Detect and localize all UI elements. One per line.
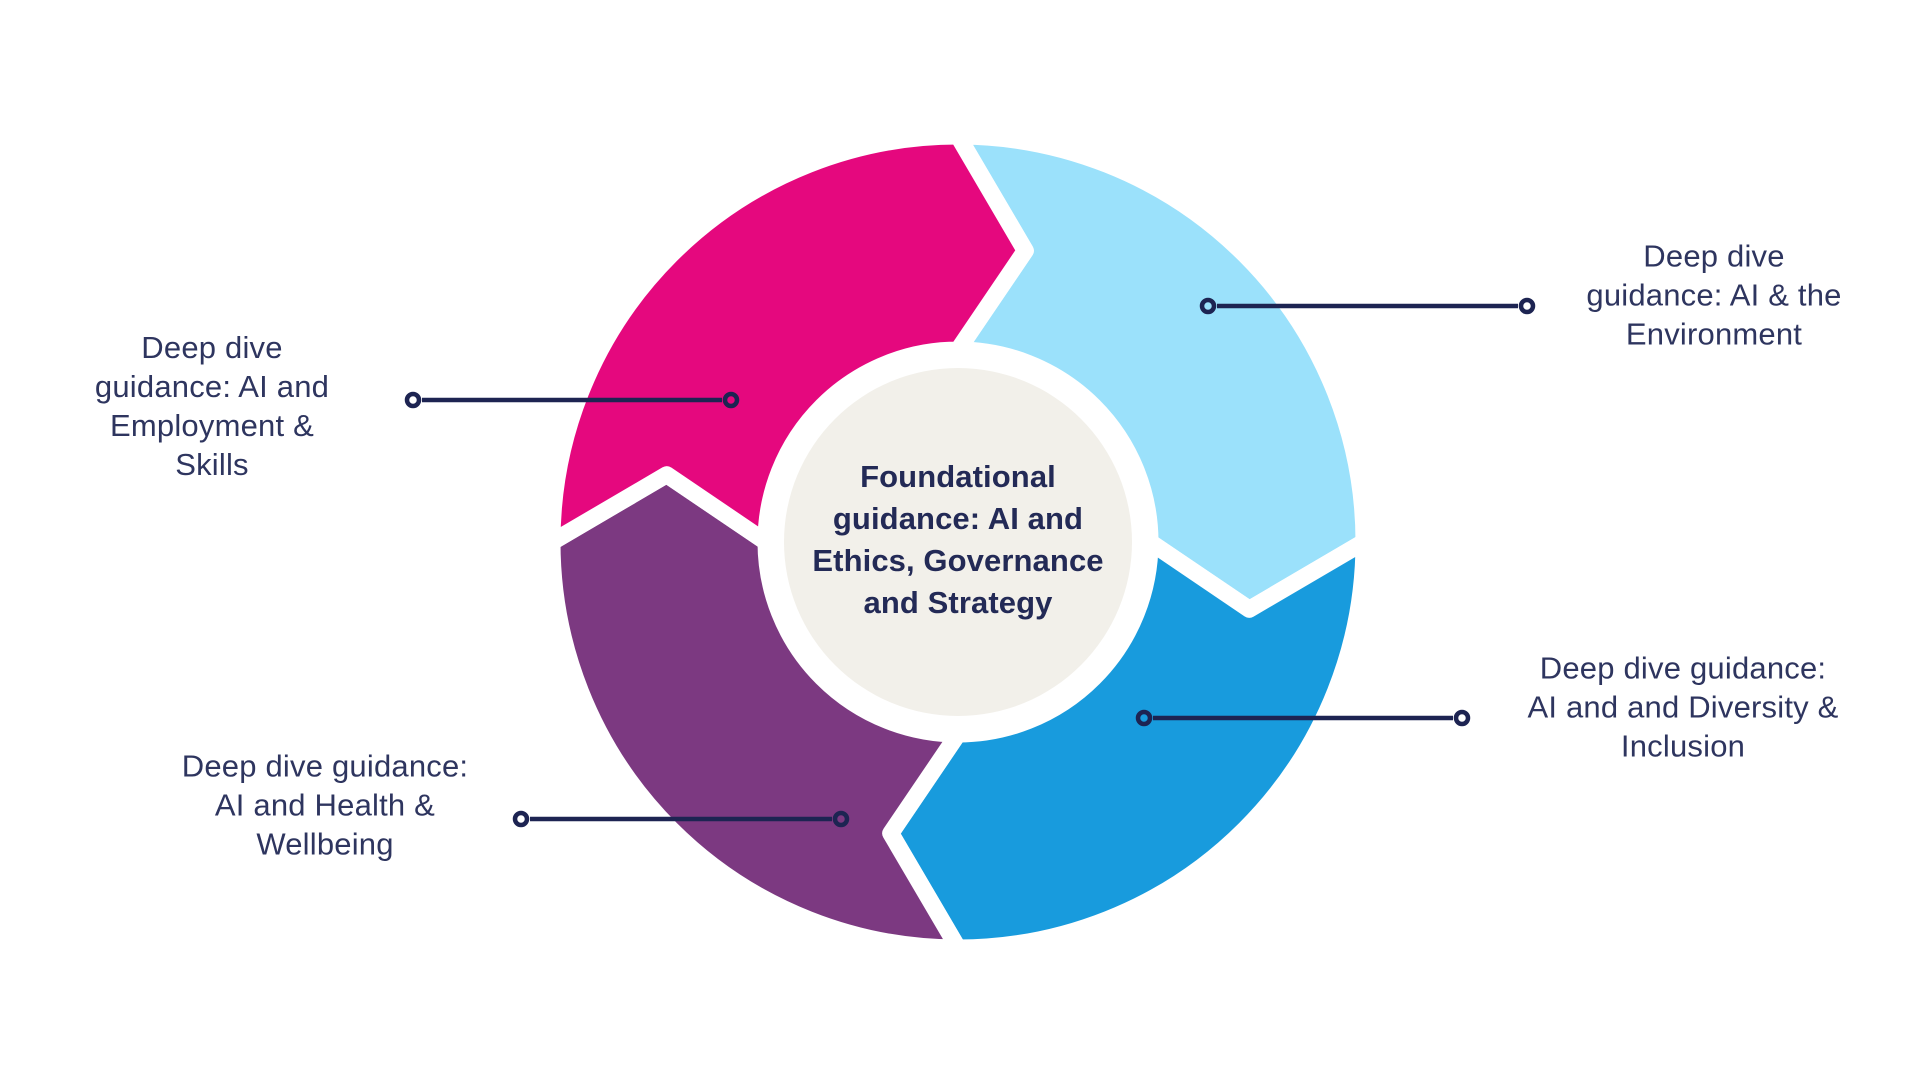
connector-employment <box>404 391 740 409</box>
label-health-wellbeing: Deep dive guidance: AI and Health & Well… <box>181 748 469 862</box>
center-label: Foundational guidance: AI and Ethics, Go… <box>812 459 1104 620</box>
connector-health <box>512 810 850 828</box>
connector-environment <box>1199 297 1536 315</box>
connector-dot-icon <box>1518 297 1536 315</box>
connector-dot-icon <box>722 391 740 409</box>
connector-dot-icon <box>1453 709 1471 727</box>
connector-dot-icon <box>512 810 530 828</box>
label-environment: Deep dive guidance: AI & the Environment <box>1586 238 1842 352</box>
label-employment-skills: Deep dive guidance: AI and Employment & … <box>94 330 330 482</box>
connector-diversity <box>1135 709 1471 727</box>
center-circle <box>784 368 1132 716</box>
connector-dot-icon <box>1199 297 1217 315</box>
connector-dot-icon <box>404 391 422 409</box>
label-diversity-inclusion: Deep dive guidance: AI and and Diversity… <box>1527 650 1839 764</box>
connector-dot-icon <box>832 810 850 828</box>
connector-dot-icon <box>1135 709 1153 727</box>
